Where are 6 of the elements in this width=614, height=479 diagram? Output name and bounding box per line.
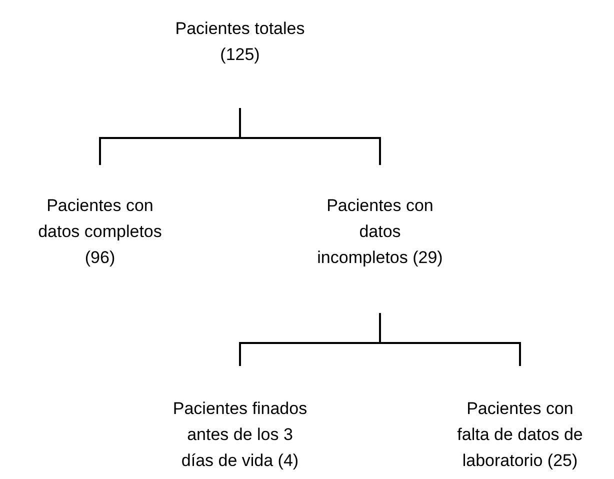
node-label: Pacientes con falta de datos de laboratorio (25) xyxy=(456,398,584,472)
node-label: Pacientes finados antes de los 3 días de vida (4) xyxy=(172,398,308,472)
node-label: Pacientes con datos completos (96) xyxy=(37,195,163,269)
node-label: Pacientes totales (125) xyxy=(174,18,306,66)
node-label: Pacientes con datos incompletos (29) xyxy=(316,195,444,269)
connector-line xyxy=(239,108,381,165)
